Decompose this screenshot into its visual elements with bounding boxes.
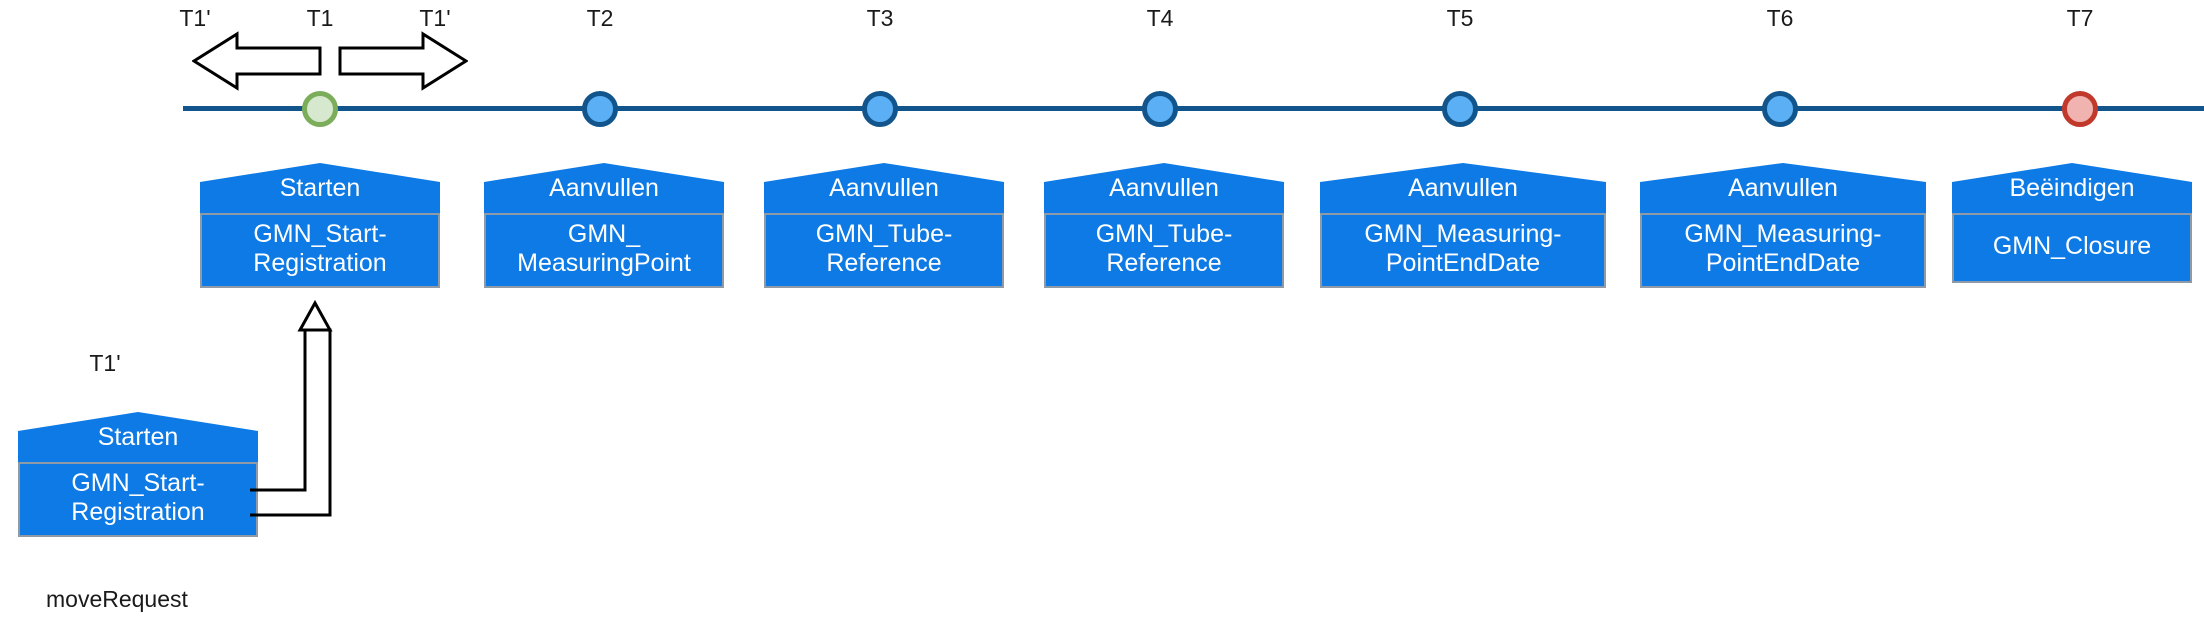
move-request-body: GMN_Start- Registration: [18, 464, 258, 537]
event-box-t1[interactable]: Starten GMN_Start- Registration: [200, 163, 440, 288]
event-box-t2-body: GMN_ MeasuringPoint: [484, 215, 724, 288]
timeline-node-t1[interactable]: [302, 91, 338, 127]
event-box-t7-divider: [1952, 213, 2192, 215]
tick-label-t7: T7: [2066, 5, 2094, 31]
event-box-t1-body-line2: Registration: [253, 249, 387, 277]
event-box-t7-body-line1: GMN_Closure: [1992, 232, 2152, 260]
event-box-t5-body-line1: GMN_Measuring-: [1364, 220, 1562, 248]
timeline-node-t5[interactable]: [1442, 91, 1478, 127]
t1-prime-left-arrow: [192, 31, 322, 91]
event-box-t6[interactable]: Aanvullen GMN_Measuring- PointEndDate: [1640, 163, 1926, 288]
event-box-t1-body-line1: GMN_Start-: [253, 220, 387, 248]
event-box-t7-body: GMN_Closure: [1952, 215, 2192, 283]
move-request-box[interactable]: Starten GMN_Start- Registration: [18, 412, 258, 537]
timeline-node-t7[interactable]: [2062, 91, 2098, 127]
tick-label-t3: T3: [866, 5, 894, 31]
event-box-t5-divider: [1320, 213, 1606, 215]
tick-label-t6: T6: [1766, 5, 1794, 31]
event-box-t2-body-line1: GMN_: [567, 220, 641, 248]
event-box-t6-body-line1: GMN_Measuring-: [1684, 220, 1882, 248]
tick-label-t2: T2: [586, 5, 614, 31]
event-box-t5[interactable]: Aanvullen GMN_Measuring- PointEndDate: [1320, 163, 1606, 288]
event-box-t2[interactable]: Aanvullen GMN_ MeasuringPoint: [484, 163, 724, 288]
move-request-caption: moveRequest: [46, 586, 188, 612]
event-box-t1-body: GMN_Start- Registration: [200, 215, 440, 288]
event-box-t1-divider: [200, 213, 440, 215]
tick-label-t5: T5: [1446, 5, 1474, 31]
timeline-axis: [183, 106, 2204, 111]
move-request-divider: [18, 462, 258, 464]
event-box-t3-body-line1: GMN_Tube-: [815, 220, 953, 248]
timeline-node-t6[interactable]: [1762, 91, 1798, 127]
arrow-label-right: T1': [419, 5, 451, 31]
timeline-node-t3[interactable]: [862, 91, 898, 127]
timeline-node-t4[interactable]: [1142, 91, 1178, 127]
event-box-t3-divider: [764, 213, 1004, 215]
move-request-tick-label: T1': [89, 350, 121, 376]
tick-label-t4: T4: [1146, 5, 1174, 31]
arrow-label-left: T1': [179, 5, 211, 31]
t1-prime-right-arrow: [338, 31, 468, 91]
move-request-body-line2: Registration: [71, 498, 205, 526]
event-box-t4-body-line2: Reference: [1106, 249, 1222, 277]
event-box-t6-body: GMN_Measuring- PointEndDate: [1640, 215, 1926, 288]
event-box-t4-body: GMN_Tube- Reference: [1044, 215, 1284, 288]
event-box-t5-body-line2: PointEndDate: [1385, 249, 1541, 277]
event-box-t4-body-line1: GMN_Tube-: [1095, 220, 1233, 248]
event-box-t4[interactable]: Aanvullen GMN_Tube- Reference: [1044, 163, 1284, 288]
event-box-t3-body-line2: Reference: [826, 249, 942, 277]
event-box-t5-body: GMN_Measuring- PointEndDate: [1320, 215, 1606, 288]
event-box-t2-body-line2: MeasuringPoint: [517, 249, 691, 277]
tick-label-t1: T1: [306, 5, 334, 31]
event-box-t2-divider: [484, 213, 724, 215]
event-box-t6-divider: [1640, 213, 1926, 215]
event-box-t3[interactable]: Aanvullen GMN_Tube- Reference: [764, 163, 1004, 288]
timeline-node-t2[interactable]: [582, 91, 618, 127]
event-box-t7[interactable]: Beëindigen GMN_Closure: [1952, 163, 2192, 283]
event-box-t6-body-line2: PointEndDate: [1705, 249, 1861, 277]
move-request-body-line1: GMN_Start-: [71, 469, 205, 497]
event-box-t3-body: GMN_Tube- Reference: [764, 215, 1004, 288]
event-box-t4-divider: [1044, 213, 1284, 215]
